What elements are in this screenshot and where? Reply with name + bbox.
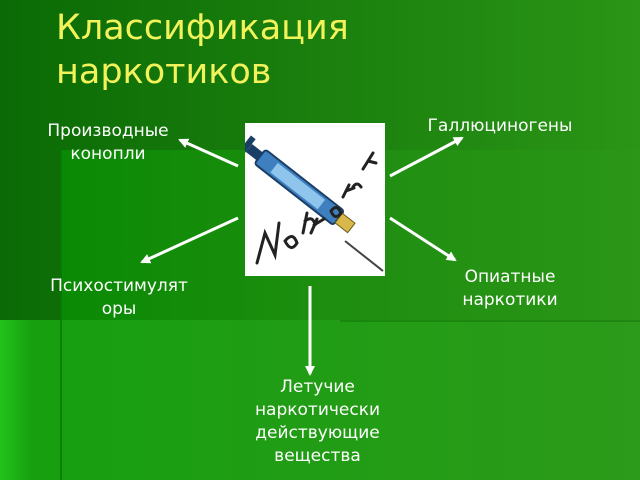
node-top-right: Галлюциногены <box>427 116 573 136</box>
node-top-left: Производные конопли <box>47 121 169 164</box>
lettering-image <box>255 151 378 265</box>
arrow-bottom-left <box>140 216 239 264</box>
syringe-icon <box>237 135 384 272</box>
node-bottom-right: Опиатные наркотики <box>462 267 558 310</box>
arrow-top-left <box>178 138 239 168</box>
arrow-bottom-right <box>389 216 457 262</box>
page-title: Классификация наркотиков <box>56 8 349 92</box>
arrow-top-right <box>389 136 464 178</box>
center-image <box>237 123 385 276</box>
node-bottom: Летучие наркотически действующие веществ… <box>254 377 381 466</box>
